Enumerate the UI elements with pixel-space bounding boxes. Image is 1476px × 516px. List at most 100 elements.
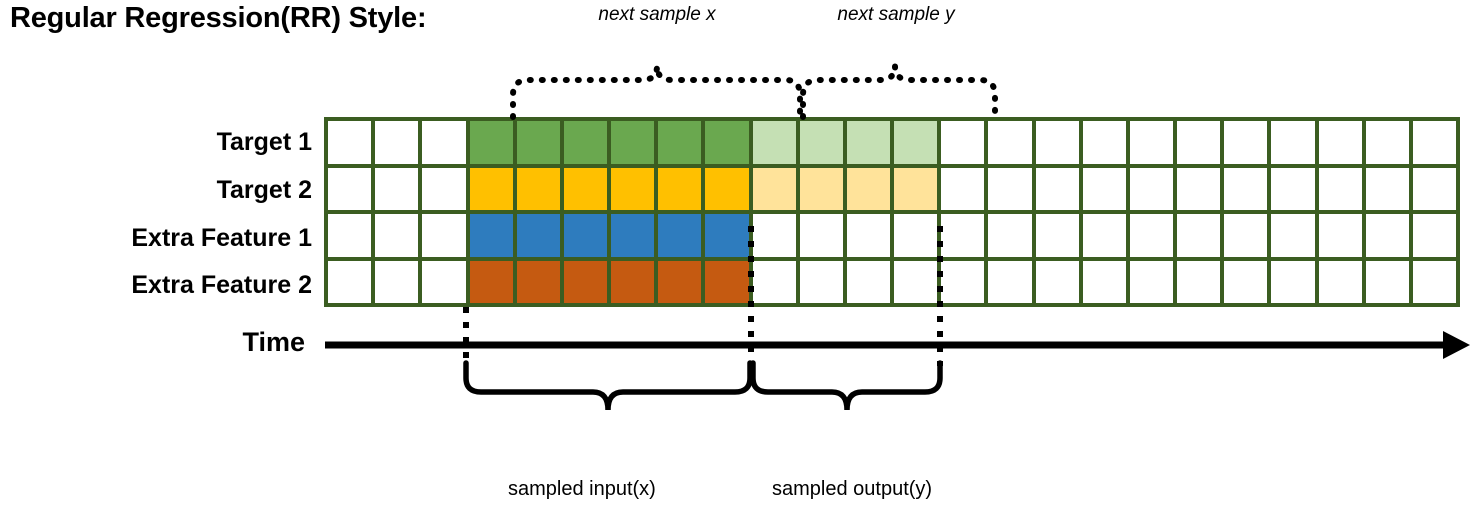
grid-cell-blank: [1082, 121, 1126, 164]
bottom-brace-output: [750, 360, 943, 411]
grid-cell-blank: [1271, 121, 1315, 164]
grid-cell-output: [846, 121, 891, 164]
top-brace-y: [800, 65, 998, 120]
grid-cell-input: [563, 260, 608, 303]
top-brace-x: [510, 65, 803, 120]
grid-cell-blank: [328, 214, 372, 257]
grid-cell-input: [611, 167, 655, 210]
grid-cell-input: [658, 167, 702, 210]
grid-cell-blank: [988, 121, 1032, 164]
grid-row: [328, 260, 1457, 303]
grid-cell-blank: [1224, 214, 1268, 257]
grid-cell-blank: [1035, 260, 1079, 303]
grid-cell-blank: [1365, 167, 1409, 210]
grid-cell-blank: [988, 167, 1032, 210]
grid-cell-blank: [1412, 121, 1457, 164]
grid-cell-blank: [1224, 260, 1268, 303]
grid-cell-input: [516, 167, 560, 210]
grid-cell-output: [894, 121, 938, 164]
grid-cell-output: [752, 260, 796, 303]
row-label-extra-feature-2: Extra Feature 2: [131, 271, 312, 299]
grid-cell-output: [799, 260, 843, 303]
grid-cell-blank: [1035, 121, 1079, 164]
grid-cell-output: [894, 167, 938, 210]
grid-cell-input: [516, 260, 560, 303]
grid-cell-blank: [1082, 214, 1126, 257]
grid-cell-blank: [941, 260, 985, 303]
grid-cell-blank: [1271, 214, 1315, 257]
grid-cell-blank: [1129, 214, 1174, 257]
grid-cell-blank: [1318, 167, 1362, 210]
grid-cell-blank: [328, 167, 372, 210]
grid-cell-blank: [988, 214, 1032, 257]
grid-cell-output: [846, 214, 891, 257]
grid-cell-blank: [1177, 214, 1221, 257]
grid-cell-blank: [375, 214, 419, 257]
grid-cell-blank: [375, 260, 419, 303]
annotation-sampled-output: sampled output(y) horizon=4 output_featu…: [772, 423, 974, 516]
annotation-output-line-1: sampled output(y): [772, 477, 933, 500]
grid-cell-output: [752, 167, 796, 210]
grid-cell-output: [752, 121, 796, 164]
grid-cell-input: [469, 260, 513, 303]
top-brace-label-y: next sample y: [837, 4, 955, 25]
grid-cell-blank: [1271, 167, 1315, 210]
bottom-brace-input: [463, 360, 753, 411]
grid-cell-input: [563, 214, 608, 257]
grid-cell-blank: [422, 214, 466, 257]
grid-cell-blank: [1412, 214, 1457, 257]
grid-cell-output: [799, 214, 843, 257]
grid-cell-output: [799, 121, 843, 164]
time-axis-arrow: [325, 331, 1470, 359]
grid-cell-input: [469, 121, 513, 164]
grid-cell-output: [752, 214, 796, 257]
grid-cell-output: [846, 167, 891, 210]
grid-cell-blank: [1035, 167, 1079, 210]
grid-cell-blank: [1224, 167, 1268, 210]
grid-cell-blank: [1318, 260, 1362, 303]
grid-cell-input: [658, 260, 702, 303]
grid-cell-blank: [1365, 121, 1409, 164]
grid-cell-input: [516, 214, 560, 257]
grid-cell-input: [705, 121, 749, 164]
annotation-input-line-1: sampled input(x): [508, 477, 656, 500]
grid-cell-input: [705, 260, 749, 303]
grid-cell-blank: [1318, 121, 1362, 164]
grid-cell-output: [894, 260, 938, 303]
grid-cell-blank: [1129, 167, 1174, 210]
grid-cell-blank: [1177, 167, 1221, 210]
grid-row: [328, 121, 1457, 164]
grid-cell-blank: [1224, 121, 1268, 164]
row-label-target-2: Target 2: [216, 176, 312, 204]
grid-cell-blank: [1082, 167, 1126, 210]
grid-cell-blank: [988, 260, 1032, 303]
row-label-group: Target 1 Target 2 Extra Feature 1 Extra …: [0, 117, 312, 307]
grid-cell-blank: [422, 121, 466, 164]
grid-cell-blank: [328, 121, 372, 164]
top-brace-label-x: next sample x: [598, 4, 716, 25]
grid-cell-output: [799, 167, 843, 210]
grid-cell-blank: [1271, 260, 1315, 303]
grid-cell-input: [563, 167, 608, 210]
grid-cell-blank: [1129, 260, 1174, 303]
grid-row: [328, 167, 1457, 210]
grid-cell-blank: [375, 167, 419, 210]
grid-cell-blank: [1412, 167, 1457, 210]
grid-cell-blank: [422, 167, 466, 210]
grid-cell-blank: [1318, 214, 1362, 257]
grid-row: [328, 214, 1457, 257]
grid-cell-blank: [1412, 260, 1457, 303]
grid-cell-input: [611, 260, 655, 303]
grid-cell-blank: [1365, 214, 1409, 257]
grid-cell-blank: [1082, 260, 1126, 303]
time-axis-label: Time: [242, 327, 305, 357]
grid-cell-input: [611, 121, 655, 164]
grid-cell-blank: [941, 121, 985, 164]
grid-cell-blank: [328, 260, 372, 303]
grid-cell-input: [469, 214, 513, 257]
grid-cell-blank: [375, 121, 419, 164]
grid-cell-input: [658, 214, 702, 257]
grid-cell-input: [658, 121, 702, 164]
grid-cell-input: [705, 214, 749, 257]
